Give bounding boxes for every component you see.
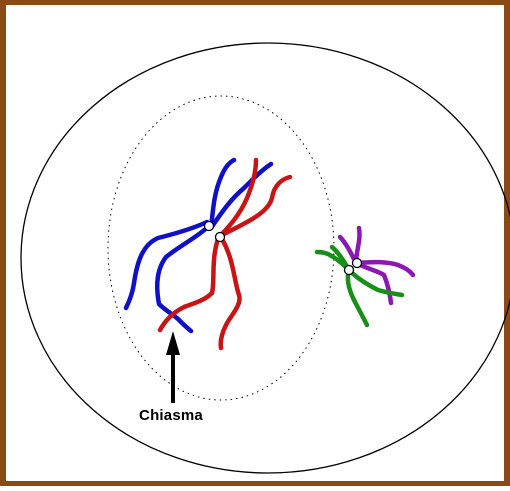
purple-chromatid-3 <box>353 259 416 278</box>
centromere-blue <box>203 220 215 232</box>
red-chromatid-upper-left <box>217 157 259 239</box>
chiasma-arrow <box>166 331 180 403</box>
centromere-green <box>343 264 355 276</box>
purple-chromatid-1 <box>353 225 362 266</box>
blue-chromatid-upper-left <box>208 157 237 231</box>
cell-membrane <box>20 42 510 474</box>
green-chromatid-1 <box>314 249 352 273</box>
bivalent-blue-red <box>123 157 293 351</box>
chiasma-label: Chiasma <box>139 407 203 424</box>
green-chromatid-4 <box>346 267 405 298</box>
centromere-red <box>214 231 226 243</box>
red-chromatid-lower-left <box>157 236 221 333</box>
nuclear-envelope <box>107 95 335 401</box>
cell-diagram <box>20 42 510 474</box>
red-chromatid-upper-right <box>217 174 293 239</box>
purple-chromatid-4 <box>353 260 394 306</box>
blue-chromatid-lower-left <box>123 219 210 311</box>
bivalent-green-purple <box>314 225 416 328</box>
blue-chromatid-upper-right <box>208 161 274 231</box>
centromere-purple <box>351 257 363 269</box>
green-chromatid-3 <box>345 267 370 328</box>
blue-chromatid-lower-right <box>155 223 212 334</box>
red-chromatid-lower-right <box>218 236 242 351</box>
